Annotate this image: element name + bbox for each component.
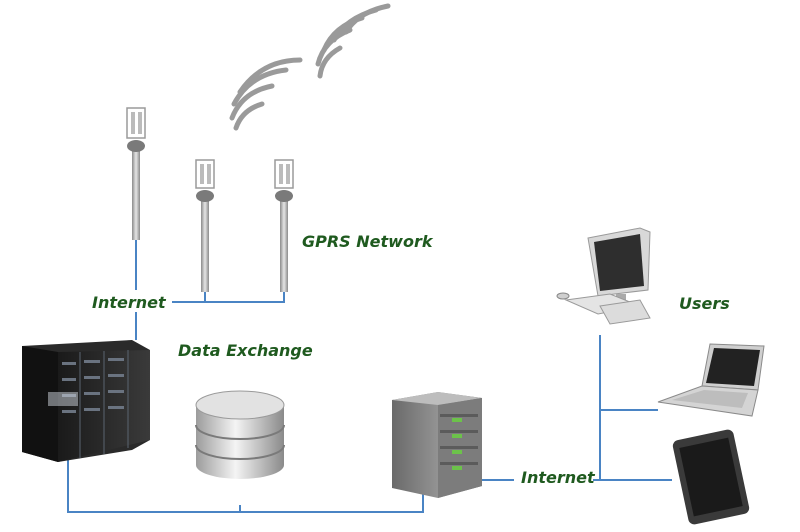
connector-lines xyxy=(67,235,672,513)
cell-tower-icon xyxy=(195,159,215,292)
cell-tower-icon xyxy=(126,107,146,240)
gprs-network-label: GPRS Network xyxy=(302,232,433,251)
desktop-computer-icon xyxy=(556,227,651,325)
tablet-icon xyxy=(672,429,750,525)
signal-waves-icon xyxy=(229,3,391,131)
users-label: Users xyxy=(679,294,730,313)
cell-tower-icon xyxy=(274,159,294,292)
server-icon xyxy=(392,392,482,498)
database-icon xyxy=(195,390,285,479)
laptop-icon xyxy=(657,343,765,417)
data-exchange-label: Data Exchange xyxy=(178,341,313,360)
internet-label-bottom: Internet xyxy=(521,468,595,487)
internet-label-top: Internet xyxy=(92,293,166,312)
server-rack-icon xyxy=(22,340,150,462)
